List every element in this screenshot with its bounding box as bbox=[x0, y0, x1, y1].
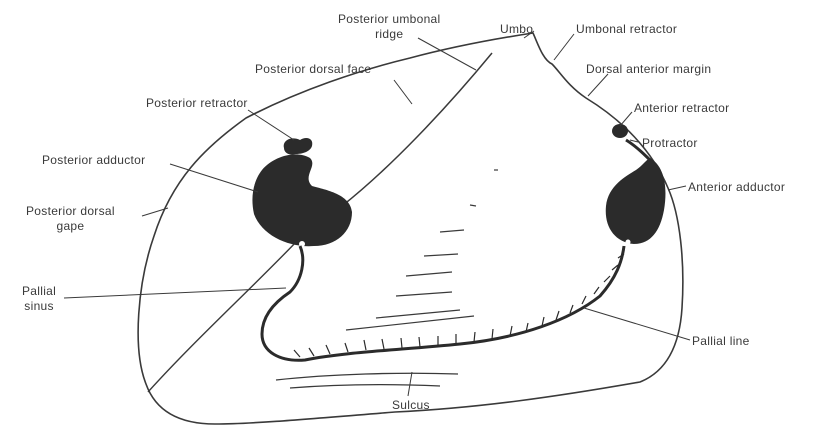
label-umbonal-retractor: Umbonal retractor bbox=[576, 22, 677, 37]
pallial-line-hatching bbox=[294, 254, 624, 357]
label-pallial-sinus: Pallial sinus bbox=[22, 284, 56, 314]
label-posterior-dorsal-gape: Posterior dorsal gape bbox=[26, 204, 115, 234]
label-anterior-adductor: Anterior adductor bbox=[688, 180, 785, 195]
label-protractor: Protractor bbox=[642, 136, 698, 151]
posterior-adductor-scar bbox=[252, 154, 352, 246]
label-posterior-adductor: Posterior adductor bbox=[42, 153, 145, 168]
label-anterior-retractor: Anterior retractor bbox=[634, 101, 729, 116]
sulcus-lines bbox=[276, 373, 458, 388]
growth-lines bbox=[346, 170, 498, 330]
label-umbo: Umbo bbox=[500, 22, 533, 37]
label-pallial-line: Pallial line bbox=[692, 334, 750, 349]
label-posterior-dorsal-face: Posterior dorsal face bbox=[255, 62, 371, 77]
anterior-retractor-scar bbox=[612, 124, 628, 138]
posterior-gape-line bbox=[148, 240, 298, 392]
label-dorsal-anterior-margin: Dorsal anterior margin bbox=[586, 62, 711, 77]
anterior-adductor-scar bbox=[606, 158, 666, 244]
pallial-line bbox=[262, 246, 624, 360]
label-posterior-retractor: Posterior retractor bbox=[146, 96, 248, 111]
label-sulcus: Sulcus bbox=[392, 398, 430, 413]
shell-outline bbox=[138, 33, 683, 424]
leader-lines bbox=[64, 31, 690, 396]
posterior-retractor-scar bbox=[284, 138, 313, 155]
label-posterior-umbonal-ridge: Posterior umbonal ridge bbox=[338, 12, 440, 42]
